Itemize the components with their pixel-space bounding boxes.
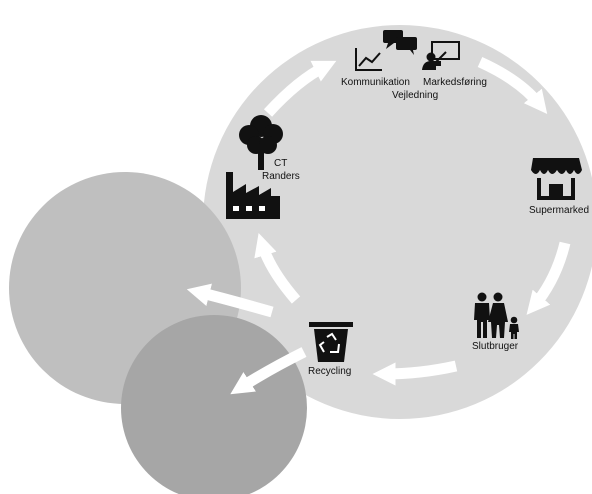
supermarked-label: Supermarked <box>529 205 590 216</box>
arrow-slutbruger-to-recycling <box>372 360 458 386</box>
presenter-board-icon <box>422 41 460 70</box>
speech-bubbles-icon <box>383 30 417 55</box>
arrow-kommunikation-to-supermarked <box>477 56 548 115</box>
arrow-supermarked-to-slutbruger <box>526 241 571 315</box>
recycle-bin-icon <box>309 322 353 362</box>
arrow-to-left-circle <box>186 283 274 318</box>
recycling-label: Recycling <box>308 366 352 377</box>
line-chart-icon <box>355 48 382 71</box>
arrow-to-bottom-circle <box>230 347 307 395</box>
kommunikation-label: Kommunikation <box>341 77 410 88</box>
slutbruger-label: Slutbruger <box>472 341 519 352</box>
bottom-outer-circle <box>121 315 307 494</box>
storefront-icon <box>531 158 582 200</box>
randers-label: Randers <box>262 171 300 182</box>
arrow-recycling-to-ct <box>254 232 301 304</box>
vejledning-label: Vejledning <box>392 90 439 101</box>
markedsforing-label: Markedsføring <box>423 77 487 88</box>
family-icon <box>474 292 519 339</box>
arrow-ct-to-kommunikation <box>263 60 337 117</box>
factory-icon <box>226 172 280 219</box>
ct-label: CT <box>274 158 288 169</box>
tree-icon <box>239 115 283 170</box>
